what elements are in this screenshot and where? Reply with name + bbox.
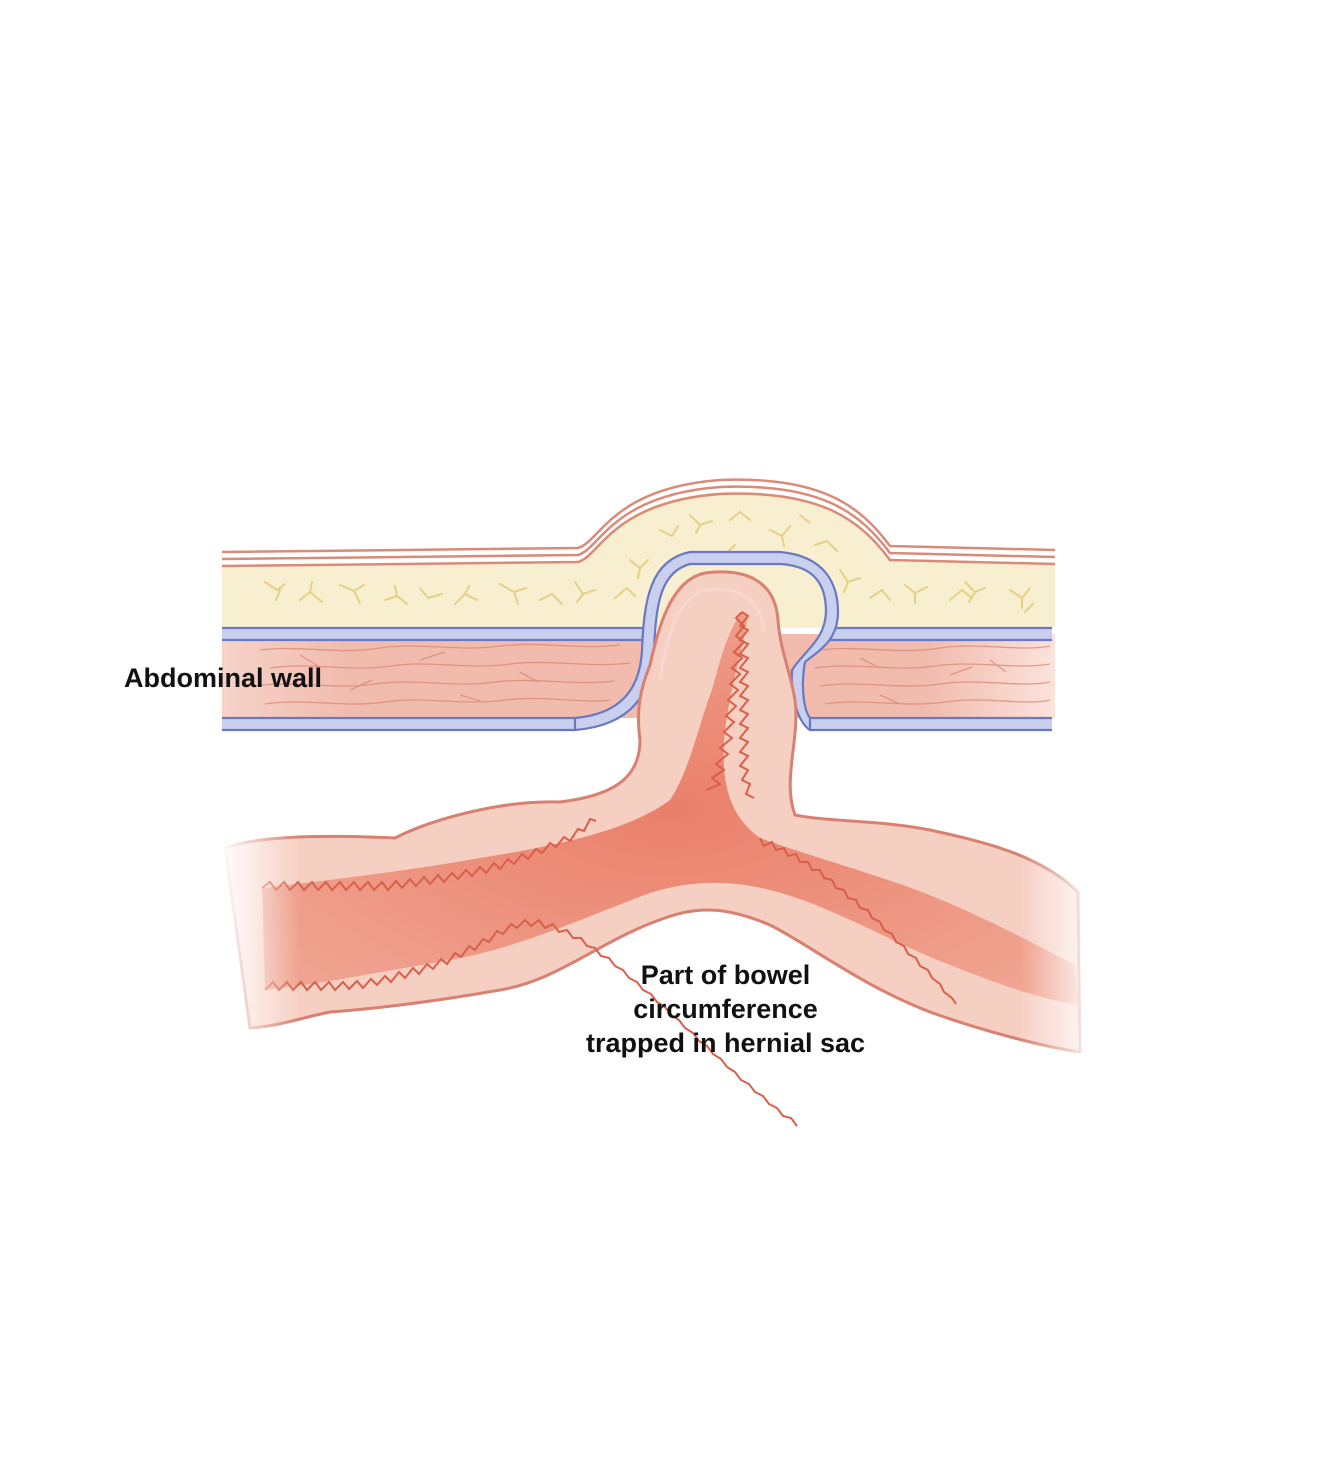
fascia-layer xyxy=(222,626,1052,732)
bowel-knuckle-highlight xyxy=(658,587,766,681)
bowel xyxy=(220,570,1100,1127)
skin-layer xyxy=(221,478,1056,568)
bowel-fade-left xyxy=(220,820,300,1040)
muscle-texture xyxy=(254,643,1051,705)
label-bowel-line-2: circumference xyxy=(633,994,818,1024)
abdominal-wall xyxy=(221,478,1056,732)
label-bowel-line-1: Part of bowel xyxy=(640,960,811,990)
fat-texture xyxy=(264,510,1034,613)
bowel-fade-right xyxy=(1020,850,1100,1070)
label-bowel-line-3: trapped in hernial sac xyxy=(585,1028,866,1058)
bowel-mucosa xyxy=(262,612,1078,1005)
label-abdominal-wall: Abdominal wall xyxy=(124,663,323,693)
label-bowel-trapped: Part of bowel circumference trapped in h… xyxy=(573,958,878,1060)
mucosal-folds xyxy=(261,611,957,1127)
hernial-sac xyxy=(573,550,840,732)
subcutaneous-fat-layer xyxy=(222,491,1055,628)
